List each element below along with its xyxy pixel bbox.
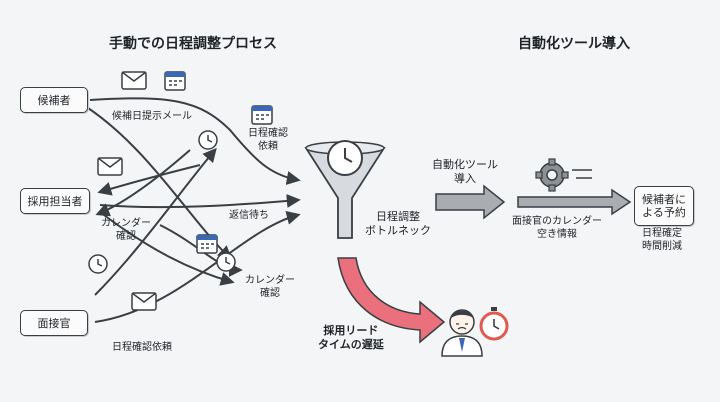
arrow-to-recruiter [97, 164, 201, 196]
interviewer-box: 面接官 [20, 310, 88, 336]
delay-line2: タイムの遅延 [318, 337, 384, 351]
gear-icon [535, 158, 569, 192]
clock-icon [216, 252, 236, 272]
recruiter-box: 採用担当者 [20, 188, 90, 214]
booking-arrow [517, 188, 632, 216]
calendar-check-left-label: カレンダー確認 [101, 218, 151, 243]
time-saved-line2: 時間削減 [642, 240, 682, 252]
calendar-check-right-line1: カレンダー [245, 275, 295, 286]
calendar-check-right-line2: 確認 [260, 287, 280, 299]
stopwatch-icon [479, 307, 509, 341]
arrow-recruiter-to-bottleneck [99, 193, 301, 209]
delay-label: 採用リードタイムの遅延 [318, 324, 384, 352]
worried-person-icon [441, 309, 483, 357]
wait-reply-label: 返信待ち [229, 210, 269, 221]
date-confirm-request-line2: 依頼 [258, 140, 278, 152]
arrow-cross-down [99, 211, 235, 286]
calendar-info-label: 面接官のカレンダー空き情報 [512, 216, 602, 241]
calendar-info-line2: 空き情報 [537, 228, 577, 240]
delay-line1: 採用リード [323, 324, 379, 337]
manual-process-title: 手動での日程調整プロセス [109, 36, 277, 52]
auto-tool-arrow [435, 184, 506, 220]
calendar-icon [251, 105, 273, 125]
auto-tool-line1: 自動化ツール [432, 158, 498, 171]
manual-flow-arrows [87, 97, 301, 323]
calendar-check-left-line1: カレンダー [101, 218, 151, 229]
bottleneck-line1: 日程調整 [376, 210, 420, 223]
interviewer-confirm-label: 日程確認依頼 [112, 342, 172, 353]
bottleneck-line2: ボトルネック [365, 223, 431, 237]
mail-icon [131, 292, 157, 311]
candidate-booking-line1: 候補者に [642, 192, 686, 206]
arrow-calendar-to-recruiter [95, 149, 191, 217]
clock-icon [198, 130, 218, 150]
candidate-mail-label: 候補日提示メール [112, 111, 192, 122]
calendar-check-right-label: カレンダー確認 [245, 275, 295, 300]
arrow-interviewer-to-bottleneck [94, 211, 301, 323]
bottleneck-label: 日程調整ボトルネック [365, 210, 431, 238]
candidate-booking-box: 候補者による予約 [634, 186, 694, 226]
date-confirm-request-label: 日程確認依頼 [248, 128, 288, 153]
delay-arrow [337, 257, 446, 344]
calendar-icon [196, 234, 218, 254]
calendar-check-left-line2: 確認 [116, 230, 136, 242]
funnel-icon [304, 140, 386, 239]
clock-icon [88, 254, 108, 274]
time-saved-label: 日程確定時間削減 [642, 228, 682, 253]
time-saved-line1: 日程確定 [642, 228, 682, 239]
calendar-info-line1: 面接官のカレンダー [512, 216, 602, 227]
auto-tool-label: 自動化ツール導入 [432, 158, 498, 186]
arrow-recruiter-to-right [159, 224, 243, 277]
calendar-icon [164, 71, 186, 91]
mail-icon [121, 71, 147, 90]
auto-tool-line2: 導入 [454, 171, 476, 185]
automation-title: 自動化ツール導入 [518, 36, 630, 52]
mail-icon [97, 157, 123, 176]
candidate-box: 候補者 [20, 87, 88, 113]
candidate-booking-line2: よる予約 [642, 206, 686, 219]
arrow-cross-up [94, 147, 217, 296]
date-confirm-request-line1: 日程確認 [248, 128, 288, 139]
speed-lines [572, 169, 592, 179]
arrow-candidate-to-bottleneck [89, 97, 301, 185]
